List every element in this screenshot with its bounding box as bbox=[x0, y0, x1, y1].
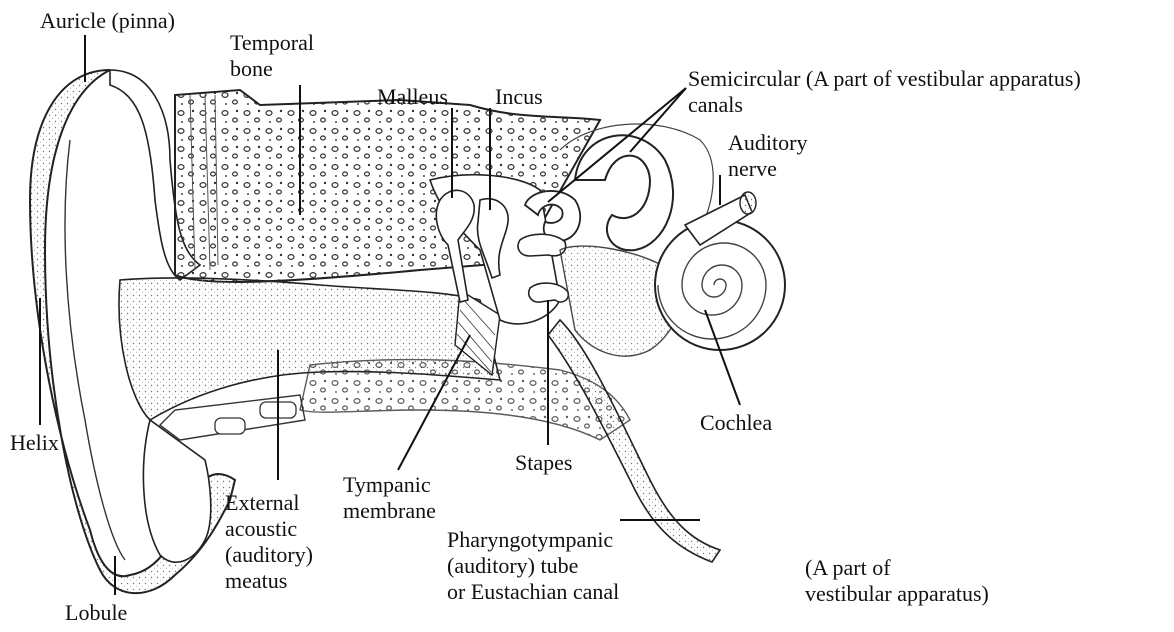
label-vestibular-note: (A part of vestibular apparatus) bbox=[805, 555, 989, 607]
eustachian-tube-shape bbox=[548, 320, 720, 562]
cochlea-shape bbox=[655, 220, 785, 350]
label-malleus: Malleus bbox=[377, 84, 448, 110]
label-stapes: Stapes bbox=[515, 450, 572, 476]
leader-semicircular-1 bbox=[630, 88, 686, 152]
label-temporal-bone: Temporal bone bbox=[230, 30, 314, 82]
label-tympanic-membrane: Tympanic membrane bbox=[343, 472, 436, 524]
label-semicircular-canals: Semicircular (A part of vestibular appar… bbox=[688, 66, 1081, 118]
label-pharyngotympanic: Pharyngotympanic (auditory) tube or Eust… bbox=[447, 527, 619, 605]
label-auditory-nerve: Auditory nerve bbox=[728, 130, 807, 182]
stapes-shape bbox=[529, 283, 569, 302]
label-lobule: Lobule bbox=[65, 600, 127, 626]
label-auricle: Auricle (pinna) bbox=[40, 8, 175, 34]
label-incus: Incus bbox=[495, 84, 543, 110]
semicircular-canals-shape bbox=[575, 135, 673, 250]
label-helix: Helix bbox=[10, 430, 59, 456]
label-cochlea: Cochlea bbox=[700, 410, 772, 436]
label-external-meatus: External acoustic (auditory) meatus bbox=[225, 490, 313, 594]
